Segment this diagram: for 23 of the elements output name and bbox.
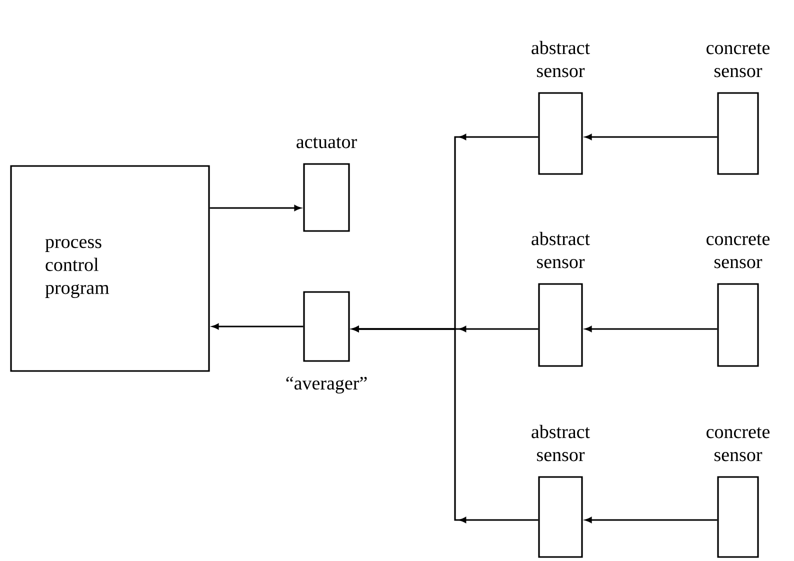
arrow	[585, 326, 718, 332]
arrow	[210, 205, 301, 211]
node-label: “averager”	[286, 376, 367, 394]
module-box: abstract sensor	[532, 40, 590, 175]
node-label: concrete sensor	[706, 234, 770, 268]
arrow	[585, 134, 718, 140]
module-box: concrete sensor	[706, 427, 770, 558]
node-label: abstract sensor	[532, 424, 590, 462]
arrow	[212, 324, 304, 330]
module-box: actuator	[296, 137, 357, 232]
node-label: abstract sensor	[532, 40, 590, 78]
node-label: concrete sensor	[706, 427, 770, 462]
arrow	[585, 517, 718, 523]
module-box: concrete sensor	[706, 43, 770, 175]
module-box: concrete sensor	[706, 234, 770, 367]
module-box: abstract sensor	[532, 424, 590, 558]
module-box: process control program	[10, 165, 210, 372]
node-label: concrete sensor	[706, 43, 770, 78]
module-box: “averager”	[286, 291, 367, 394]
node-label: actuator	[296, 137, 357, 148]
arrow	[352, 326, 538, 523]
module-box: abstract sensor	[532, 232, 590, 367]
node-label: abstract sensor	[532, 232, 590, 268]
